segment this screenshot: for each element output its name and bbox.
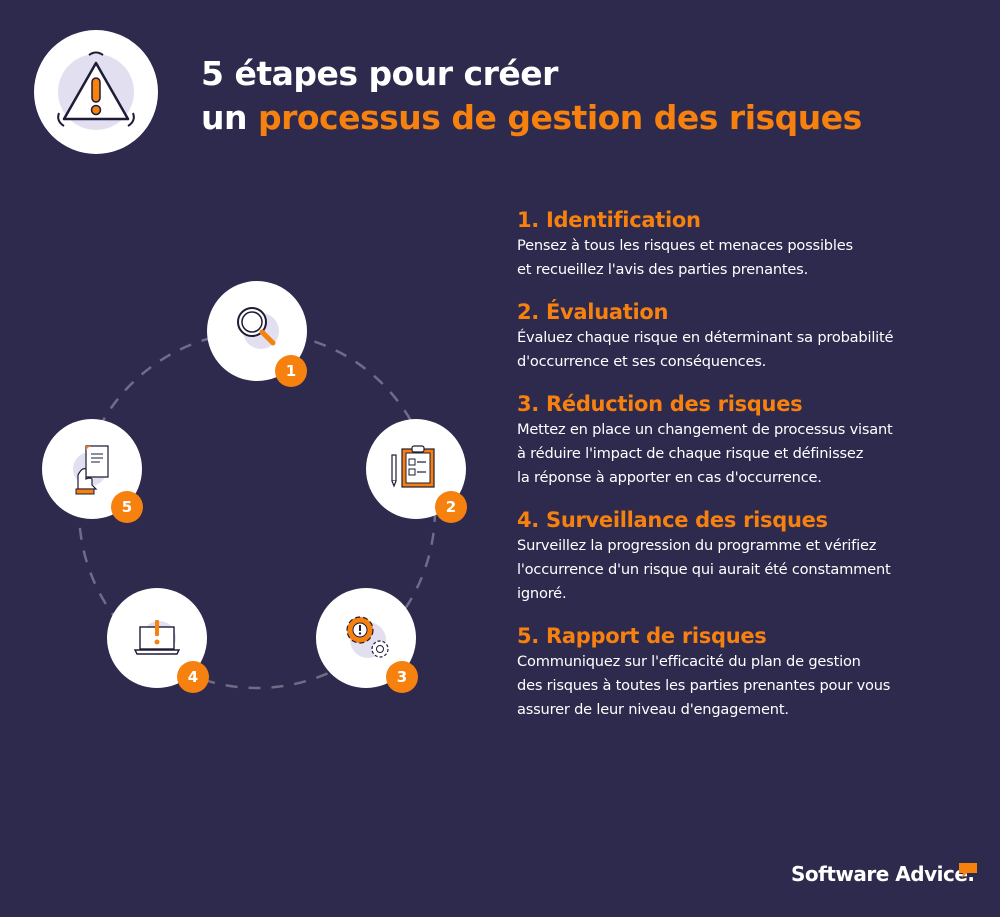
steps-list: 1. Identification Pensez à tous les risq… [517, 206, 957, 738]
step-title: 1. Identification [517, 208, 701, 232]
header-warning-badge [34, 30, 158, 154]
title-highlight: processus de gestion des risques [257, 98, 862, 137]
magnifying-glass-icon [237, 307, 279, 349]
step-2: 2. Évaluation Évaluez chaque risque en d… [517, 298, 957, 374]
step-title: 3. Réduction des risques [517, 392, 803, 416]
step-badge-5: 5 [111, 491, 143, 523]
step-description: Évaluez chaque risque en déterminant sa … [517, 329, 894, 370]
step-badge-4: 4 [177, 661, 209, 693]
step-title: 5. Rapport de risques [517, 624, 767, 648]
step-description: Communiquez sur l'efficacité du plan de … [517, 653, 891, 718]
step-badge-2: 2 [435, 491, 467, 523]
clipboard-checklist-icon [391, 445, 435, 488]
title-line-1: 5 étapes pour créer [201, 54, 558, 93]
gears-alert-icon [346, 616, 389, 658]
step-3: 3. Réduction des risques Mettez en place… [517, 390, 957, 490]
step-badge-1: 1 [275, 355, 307, 387]
step-description: Mettez en place un changement de process… [517, 421, 893, 486]
step-badge-3: 3 [386, 661, 418, 693]
step-title: 2. Évaluation [517, 300, 669, 324]
step-title: 4. Surveillance des risques [517, 508, 828, 532]
brand-logo: Software Advice. [791, 862, 975, 886]
step-4: 4. Surveillance des risques Surveillez l… [517, 506, 957, 606]
title-line-2: un processus de gestion des risques [201, 98, 862, 137]
step-description: Surveillez la progression du programme e… [517, 537, 891, 602]
page-title: 5 étapes pour créer un processus de gest… [201, 52, 862, 140]
warning-triangle-icon [57, 51, 135, 130]
step-description: Pensez à tous les risques et menaces pos… [517, 237, 853, 278]
step-5: 5. Rapport de risques Communiquez sur l'… [517, 622, 957, 722]
hand-document-icon [73, 445, 109, 495]
step-1: 1. Identification Pensez à tous les risq… [517, 206, 957, 282]
laptop-alert-icon [133, 620, 181, 655]
speech-bubble-icon [959, 863, 977, 878]
